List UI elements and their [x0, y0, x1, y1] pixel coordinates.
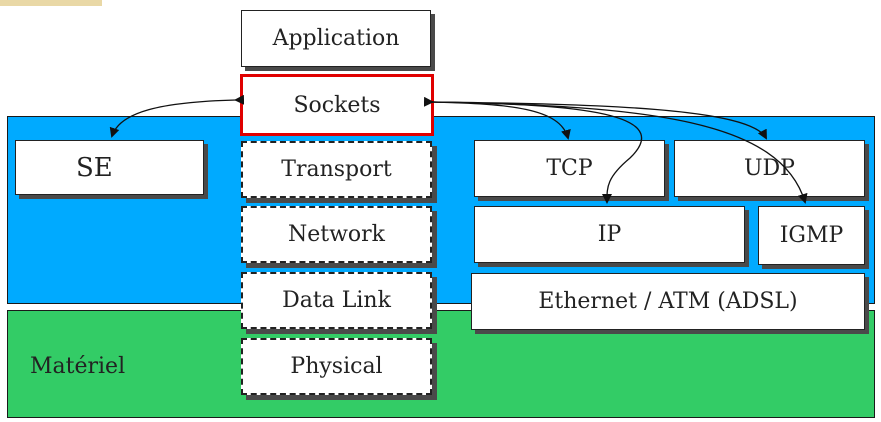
ip-box: IP [474, 206, 745, 263]
corner-decoration [0, 0, 102, 6]
sockets-layer: Sockets [240, 74, 434, 136]
se-box: SE [15, 140, 204, 195]
transport-layer: Transport [241, 141, 432, 198]
udp-box: UDP [674, 140, 865, 197]
data-link-layer: Data Link [241, 272, 432, 329]
network-layer: Network [241, 206, 432, 263]
physical-layer: Physical [241, 338, 432, 395]
link-box: Ethernet / ATM (ADSL) [471, 273, 865, 330]
igmp-box: IGMP [758, 206, 865, 265]
application-layer: Application [241, 10, 431, 67]
hardware-label: Matériel [30, 354, 126, 379]
tcp-box: TCP [474, 140, 665, 197]
